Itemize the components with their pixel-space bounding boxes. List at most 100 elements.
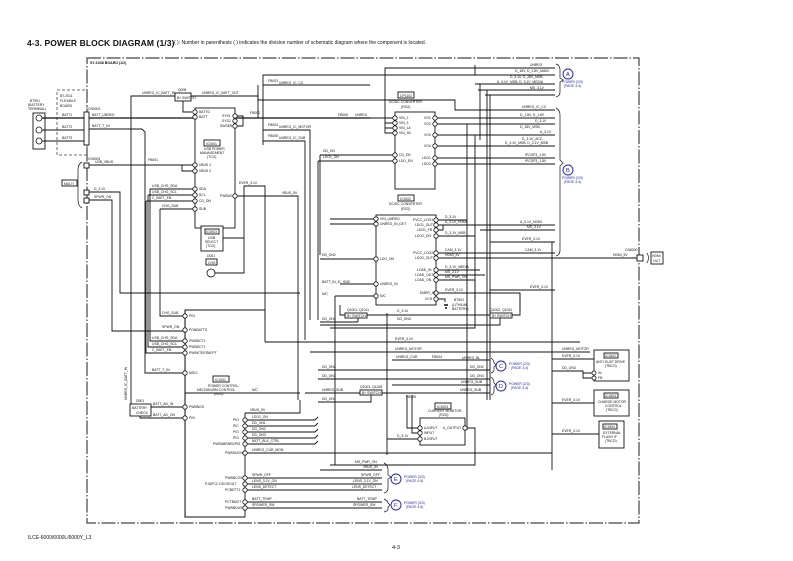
net-label: VO2 (424, 122, 431, 126)
net-label: (PAGE 4-4) (564, 84, 581, 88)
net-label: (PAGE 4-5) (406, 479, 423, 483)
net-label: PIN (189, 314, 195, 318)
net-label: LDO1_OUT (415, 223, 433, 227)
page-title: 4-3. POWER BLOCK DIAGRAM (1/3) (27, 38, 175, 48)
net-label: UNREG (530, 63, 543, 67)
pin-icon (182, 415, 188, 421)
pin-icon (462, 425, 468, 431)
net-label: MECHANISM CONTROL (197, 388, 235, 392)
wire (475, 83, 555, 96)
net-label: PWBNGS (189, 405, 205, 409)
pin-icon (432, 132, 438, 138)
net-label: C_BATT_EN (152, 348, 172, 352)
cp1102-block (394, 111, 436, 190)
component-box (397, 91, 415, 99)
net-label: LDO1 (422, 156, 431, 160)
net-label: MS_PWR_ON (445, 275, 467, 279)
net-label: HDMI_5V (613, 253, 628, 257)
net-label: HDMI (652, 254, 661, 258)
net-label: N/C (322, 292, 328, 296)
hdmi-out-box (650, 251, 664, 265)
net-label: FB003 (268, 79, 278, 83)
pin-icon (392, 125, 398, 131)
net-label: IPCDP3_1.8V (525, 153, 547, 157)
net-label: (TBCO) (605, 439, 617, 443)
net-label: (TCO) (207, 155, 216, 159)
pin-icon (232, 113, 238, 119)
pin-icon (373, 216, 379, 222)
net-label: VIN_UNREG (380, 217, 400, 221)
wire (77, 161, 83, 209)
pin-icon (192, 206, 198, 212)
ref-circle-f (390, 499, 402, 511)
pin-icon (392, 130, 398, 136)
net-label: CN8000 (625, 248, 638, 252)
batt-minus-icon (35, 137, 43, 145)
pin-icon (433, 233, 439, 239)
wire (320, 318, 501, 326)
q008-name: B+ SWITCH (177, 96, 196, 100)
pin-icon (242, 423, 248, 429)
net-label: CHG (208, 261, 216, 265)
component-box (603, 392, 619, 399)
net-label: FB002 (250, 111, 260, 115)
net-label: PWBKTEERAFPT (189, 351, 217, 355)
net-label: B-INPUT (424, 437, 438, 441)
net-label: D_3.1V (397, 309, 409, 313)
net-label: PJAPCC DS1/SOUT (205, 482, 236, 486)
net-label: (PAGE 4-5) (406, 505, 423, 509)
pin-icon (232, 118, 238, 124)
net-label: A_3.1V_HDMI (445, 220, 467, 224)
net-label: UNREG_SUB (322, 388, 344, 392)
net-spwr-on: SPWR_ON (94, 195, 112, 199)
net-d-3v: D_3.1V (94, 187, 106, 191)
net-label: DD_ON2 (322, 253, 336, 257)
net-usb-vbus: USB_VBUS (95, 160, 114, 164)
pin-icon (432, 155, 438, 161)
wire (383, 462, 392, 494)
wire (437, 117, 555, 165)
net-label: VBUS 2 (199, 169, 211, 173)
wire (330, 300, 476, 329)
net-label: VCH (425, 297, 433, 301)
pin-icon (591, 370, 597, 376)
net-label: DC/DC CONVERTER (389, 100, 422, 104)
net-label: LOAD_IN (417, 268, 432, 272)
net-label: UNREG_MOTOR (395, 347, 422, 351)
wire (165, 164, 193, 172)
component-box (83, 189, 90, 196)
net-label: BATT_BLK_CTRL (252, 439, 280, 443)
net-label: MS_3.1V (527, 225, 542, 229)
pin-icon (433, 217, 439, 223)
net-label: LDO1_ON (252, 415, 268, 419)
ref-circle-e (390, 473, 402, 485)
net-label: D001 (207, 254, 215, 258)
net-label: FB (598, 376, 603, 380)
net-label: CHECK (136, 411, 149, 415)
net-label: A_3.1V (540, 130, 552, 134)
net-label: (PAGE 4-4) (511, 386, 528, 390)
net-label: (RZO) (214, 392, 223, 396)
net-label: VO3 (424, 133, 431, 137)
pin-icon (192, 168, 198, 174)
net-label: IC1001 (215, 378, 226, 382)
net-label: USB_CHG_SDA (152, 184, 178, 188)
net-label: UNREG_IC_BATT_IN (124, 366, 128, 400)
net-label: (RZO) (401, 207, 410, 211)
net-label: INPUT (424, 431, 434, 435)
d501-box (129, 403, 152, 417)
pin-icon (242, 441, 248, 447)
wire (384, 118, 393, 134)
net-batt3: BATT3 (62, 136, 72, 140)
wire (257, 85, 555, 111)
net-label: D_1.8V, D_1.8V (520, 113, 545, 117)
net-label: FB006 (338, 113, 348, 117)
net-label: VBUS_5V (363, 465, 379, 469)
net-label: MANAGEMENT (200, 151, 224, 155)
wire (490, 357, 497, 374)
wire (318, 154, 393, 162)
net-label: LENS_3.1V_ON (252, 479, 277, 483)
pin-icon (373, 281, 379, 287)
net-label: D_3.1V_MSB (445, 231, 466, 235)
cn-mid-label: CN0001 (88, 157, 101, 161)
